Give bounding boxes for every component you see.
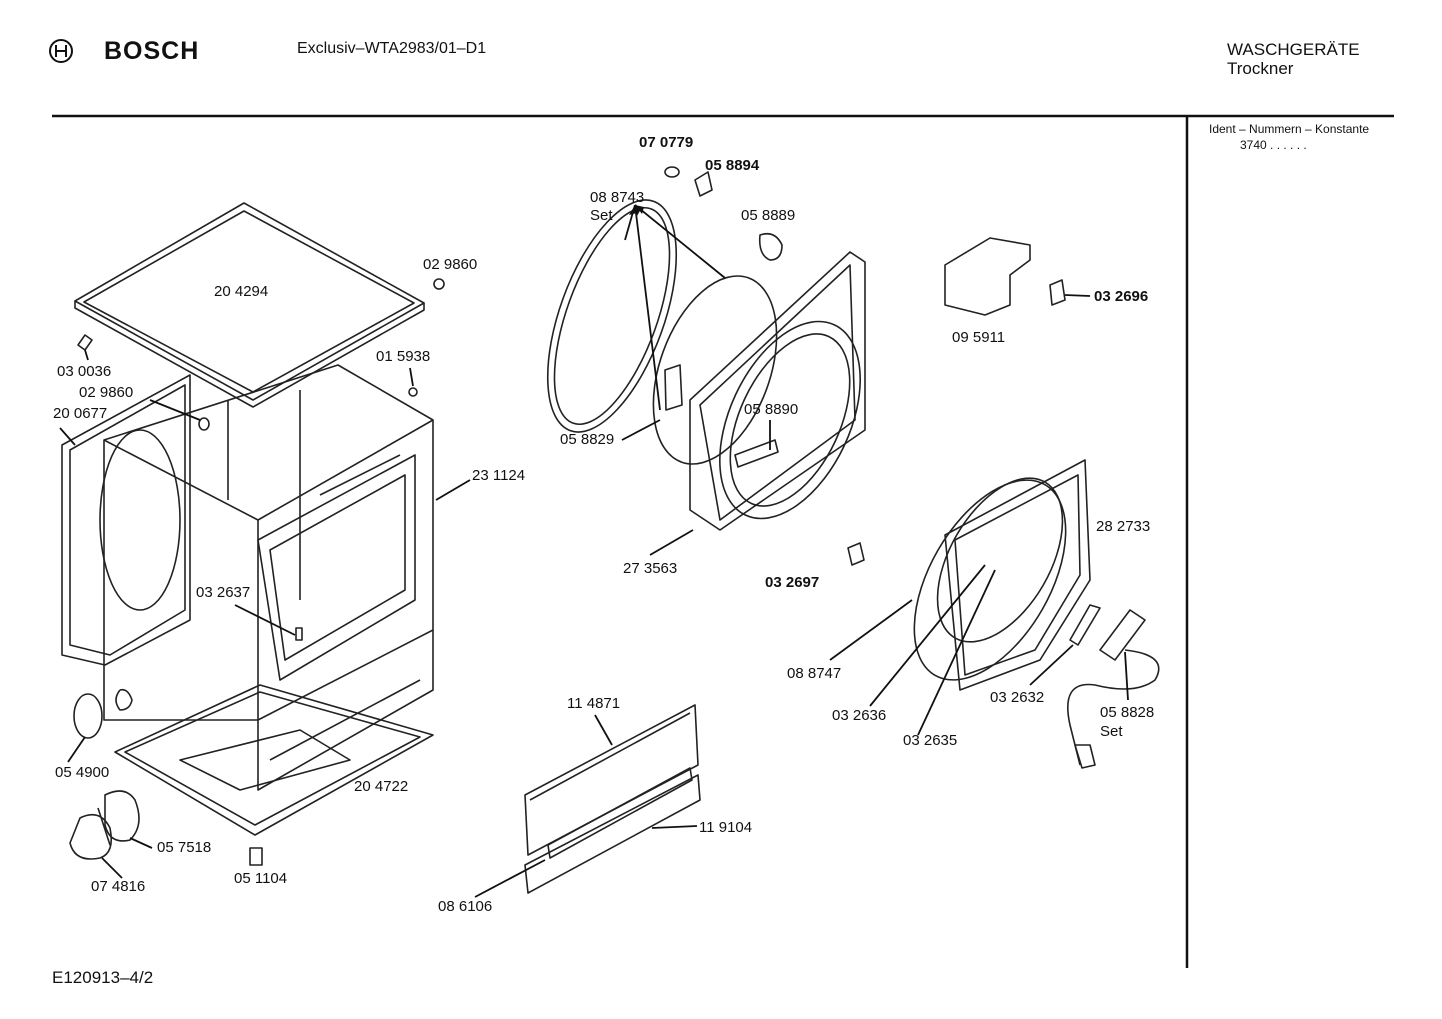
part-label-054900: 05 4900 <box>55 764 109 781</box>
filter-sensor-drawing <box>1066 604 1160 769</box>
top-cover-drawing <box>74 202 425 408</box>
drum-belt-drawing <box>546 199 778 465</box>
leader-114871 <box>594 714 613 746</box>
leader-231124 <box>435 479 471 501</box>
leader-030036 <box>84 349 89 361</box>
bosch-logo-icon <box>48 38 74 64</box>
top-small-parts <box>664 166 783 261</box>
leader-086106 <box>474 859 546 898</box>
part-label-set-058828: Set <box>1100 723 1123 740</box>
part-label-119104: 11 9104 <box>699 819 752 836</box>
part-label-032635: 03 2635 <box>903 732 957 749</box>
leader-015938 <box>409 367 414 387</box>
control-panel-drawing <box>524 704 701 894</box>
part-label-088747: 08 8747 <box>787 665 841 682</box>
part-label-032636: 03 2636 <box>832 707 886 724</box>
leader-088747 <box>829 599 913 661</box>
part-label-058894: 05 8894 <box>705 157 760 174</box>
leader-032696 <box>1064 294 1091 297</box>
leader-032636 <box>869 564 986 707</box>
part-label-231124: 23 1124 <box>472 467 525 484</box>
model-number: Exclusiv–WTA2983/01–D1 <box>297 40 487 57</box>
side-panel-drawing <box>61 374 191 666</box>
part-label-204722: 20 4722 <box>354 778 408 795</box>
leader-029860b <box>149 399 201 421</box>
part-label-set-088743: Set <box>590 207 613 224</box>
part-label-015938: 01 5938 <box>376 348 430 365</box>
brand-name: BOSCH <box>104 37 200 65</box>
leader-200677 <box>59 427 76 446</box>
category-title: WASCHGERÄTE <box>1227 40 1360 59</box>
leader-054900 <box>67 736 86 763</box>
drawing-code: E120913–4/2 <box>52 968 154 987</box>
left-small-parts <box>69 278 445 866</box>
part-label-058828: 05 8828 <box>1100 704 1154 721</box>
leader-032635 <box>917 569 996 736</box>
leader-273563 <box>649 529 694 556</box>
part-label-200677: 20 0677 <box>53 405 107 422</box>
leader-074816 <box>101 857 123 879</box>
part-label-030036: 03 0036 <box>57 363 111 380</box>
cabinet-drawing <box>103 364 434 791</box>
part-label-032697: 03 2697 <box>765 574 819 591</box>
ident-label: Ident – Nummern – Konstante <box>1209 122 1370 136</box>
part-label-058889: 05 8889 <box>741 207 795 224</box>
part-label-029860-side: 02 9860 <box>79 384 133 401</box>
door-drawing <box>847 459 1091 691</box>
ident-value: 3740 . . . . . . <box>1240 138 1307 152</box>
set-arrowheads <box>629 205 644 216</box>
part-label-204294: 20 4294 <box>214 283 268 300</box>
leader-058828 <box>1124 651 1129 701</box>
part-label-058829: 05 8829 <box>560 431 614 448</box>
part-label-273563: 27 3563 <box>623 560 677 577</box>
part-label-029860-top: 02 9860 <box>423 256 477 273</box>
leader-088743-a <box>634 204 661 411</box>
part-label-032696: 03 2696 <box>1094 288 1148 305</box>
leader-058829 <box>621 419 661 441</box>
control-module-drawing <box>944 237 1066 316</box>
leader-032632 <box>1029 644 1074 686</box>
leader-057518 <box>129 837 153 849</box>
part-label-074816: 07 4816 <box>91 878 145 895</box>
leader-088743-c <box>634 204 726 279</box>
part-labels: 20 4294 02 9860 03 0036 01 5938 02 9860 … <box>53 134 1154 915</box>
part-label-282733: 28 2733 <box>1096 518 1150 535</box>
part-label-032637: 03 2637 <box>196 584 250 601</box>
subcategory-title: Trockner <box>1227 59 1294 78</box>
leader-119104 <box>651 825 698 829</box>
part-label-058890: 05 8890 <box>744 401 798 418</box>
front-bulkhead-drawing <box>664 251 866 531</box>
part-label-086106: 08 6106 <box>438 898 492 915</box>
leader-032637 <box>234 604 296 636</box>
part-label-114871: 11 4871 <box>567 695 620 712</box>
part-label-088743: 08 8743 <box>590 189 644 206</box>
part-label-051104: 05 1104 <box>234 870 287 887</box>
part-label-070779: 07 0779 <box>639 134 693 151</box>
part-label-057518: 05 7518 <box>157 839 211 856</box>
part-label-095911: 09 5911 <box>952 329 1005 346</box>
part-label-032632: 03 2632 <box>990 689 1044 706</box>
base-plate-drawing <box>114 684 434 836</box>
